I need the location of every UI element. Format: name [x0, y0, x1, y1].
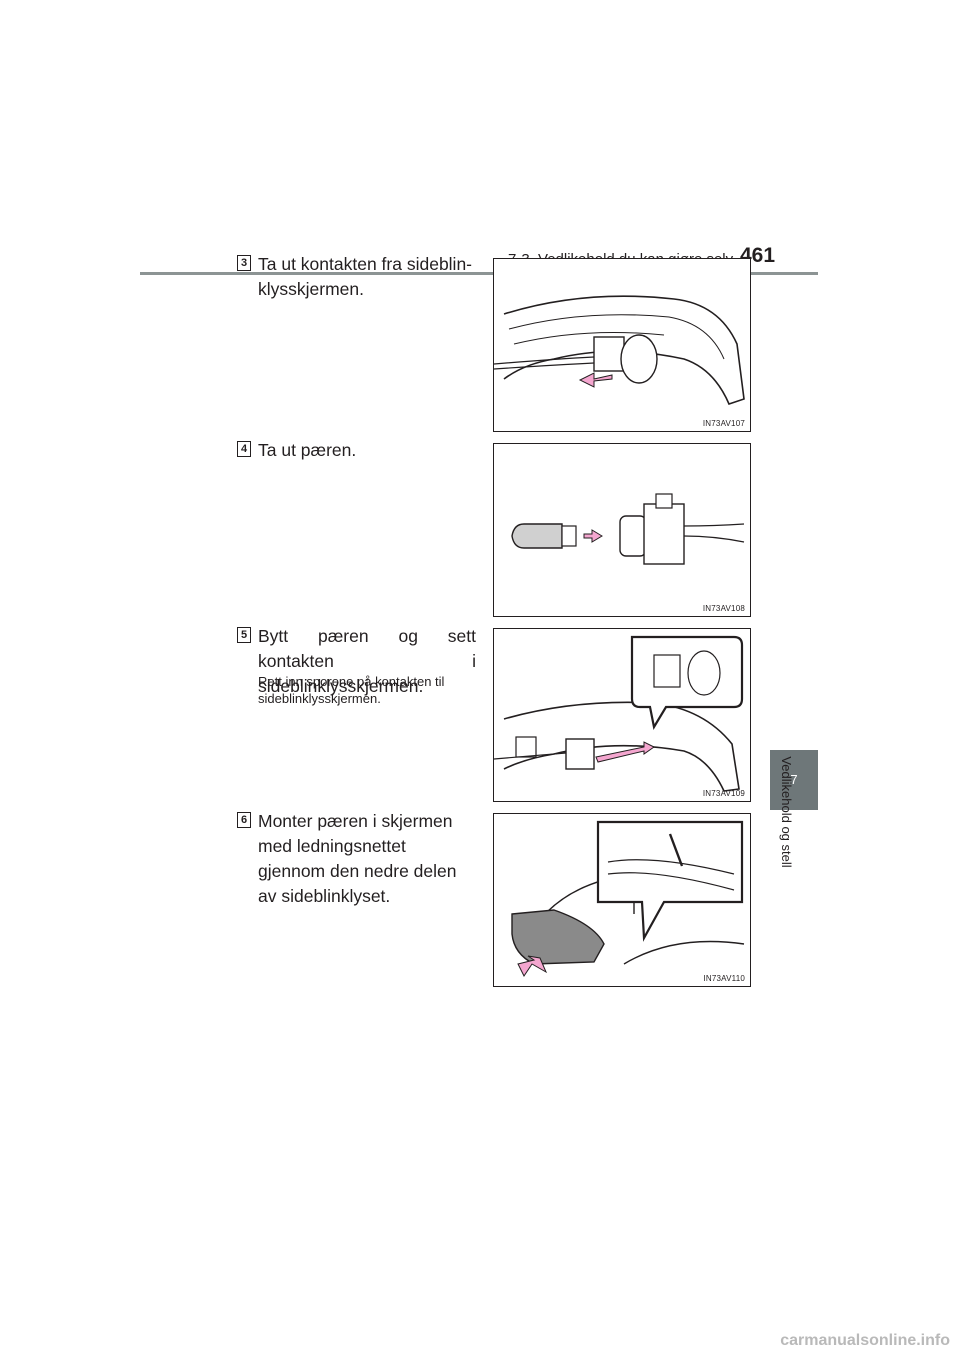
chapter-tab[interactable]: 7: [770, 750, 818, 810]
figure-step-5: IN73AV109: [493, 628, 751, 802]
figure-step-4: IN73AV108: [493, 443, 751, 617]
figure-code-6: IN73AV110: [703, 974, 745, 983]
step-text-6: Monter pæren i skjermen med ledningsnett…: [258, 811, 457, 906]
footer-watermark[interactable]: carmanualsonline.info: [780, 1332, 950, 1349]
step-number-4: 4: [237, 441, 251, 457]
header-rule: [140, 272, 818, 275]
figure-code-4: IN73AV108: [702, 604, 745, 613]
chapter-label-text: Vedlikehold og stell: [779, 756, 794, 868]
step-number-6: 6: [237, 812, 251, 828]
step-text-4: Ta ut pæren.: [258, 440, 357, 460]
figure-step-6: IN73AV110: [493, 813, 751, 987]
step-text-5: Bytt pæren og sett kontakten i sideblink…: [258, 626, 476, 696]
step-note-5: Rett inn sporene på kontakten til sidebl…: [258, 674, 445, 706]
step-text-3: Ta ut kontakten fra sideblin- klysskjerm…: [258, 254, 473, 299]
figure-code-5: IN73AV109: [702, 789, 745, 798]
step-number-3: 3: [237, 255, 251, 271]
figure-step-3: IN73AV107: [493, 258, 751, 432]
step-number-5: 5: [237, 627, 251, 643]
figure-code-3: IN73AV107: [702, 419, 745, 428]
